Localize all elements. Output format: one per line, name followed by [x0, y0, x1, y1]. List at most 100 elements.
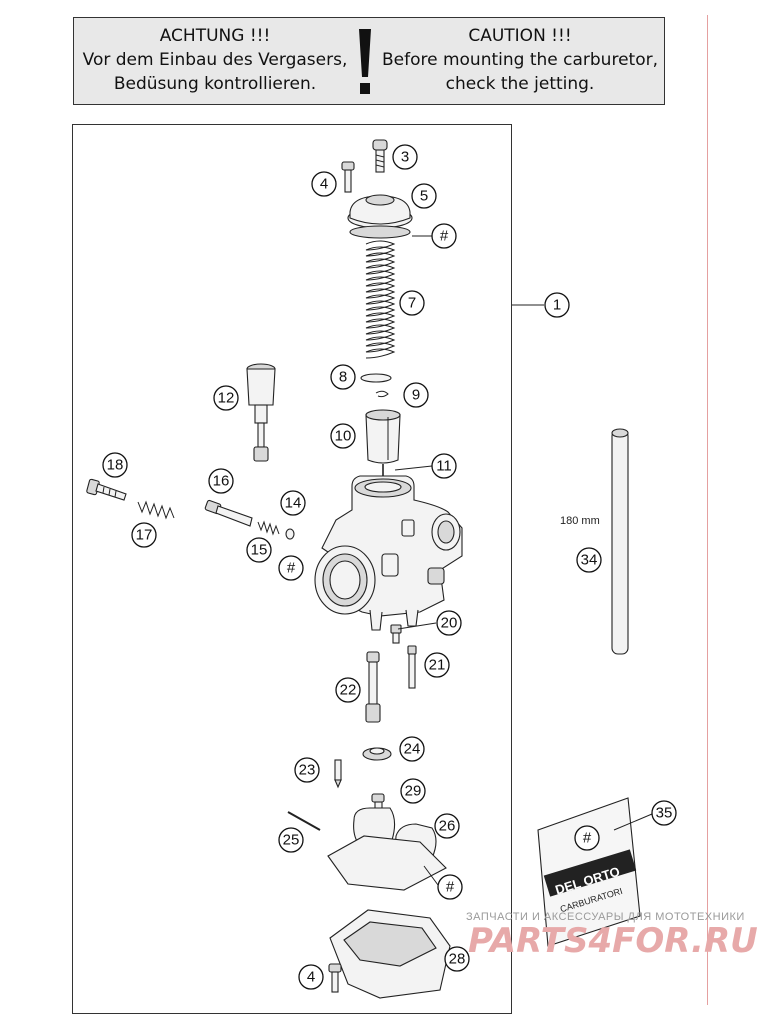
caution-box: ACHTUNG !!! Vor dem Einbau des Vergasers…	[73, 17, 665, 105]
carburetor-body	[314, 475, 463, 631]
callout-10: 10	[330, 423, 356, 449]
callout-20: 20	[436, 610, 462, 636]
svg-text:29: 29	[405, 783, 422, 800]
caution-german-line2: Bedüsung kontrollieren.	[113, 74, 317, 94]
caution-german-title: ACHTUNG !!!	[159, 26, 271, 46]
caution-english: CAUTION !!! Before mounting the carburet…	[380, 24, 660, 96]
svg-text:17: 17	[136, 527, 153, 544]
callout-23: 23	[294, 757, 320, 783]
svg-text:#: #	[287, 560, 296, 577]
gasket-plate	[327, 835, 447, 891]
callout-7: 7	[399, 290, 425, 316]
svg-text:23: 23	[299, 762, 316, 779]
svg-text:11: 11	[436, 458, 452, 475]
float-seat-part-24	[362, 747, 392, 761]
float-needle-part-23	[334, 759, 342, 789]
cap-part-5	[347, 194, 413, 239]
choke-part-12	[246, 363, 276, 462]
spring-part-7	[365, 240, 396, 359]
callout-21: 21	[424, 652, 450, 678]
svg-text:24: 24	[404, 741, 421, 758]
callout-35: 35	[651, 800, 677, 826]
needle-jet-part-21	[407, 645, 417, 689]
callout-1: 1	[544, 292, 570, 318]
spring-part-15	[257, 520, 280, 536]
jet-packet-part-35: DEL ORTO CARBURATORI	[537, 797, 641, 947]
svg-text:26: 26	[439, 818, 456, 835]
svg-text:1: 1	[553, 297, 561, 314]
svg-text:#: #	[583, 830, 592, 847]
callout-24: 24	[399, 736, 425, 762]
callout-29: 29	[400, 778, 426, 804]
svg-text:18: 18	[107, 457, 124, 474]
svg-text:21: 21	[429, 657, 446, 674]
washer-part-8	[360, 373, 392, 383]
svg-text:4: 4	[320, 176, 328, 193]
svg-text:20: 20	[441, 615, 458, 632]
screw-part-16	[204, 499, 253, 527]
svg-text:4: 4	[307, 969, 315, 986]
svg-text:28: 28	[449, 951, 466, 968]
svg-text:22: 22	[340, 682, 357, 699]
jet-part-20	[390, 624, 402, 644]
callout-hash-3: #	[437, 874, 463, 900]
caution-english-line2: check the jetting.	[445, 74, 595, 94]
washer-part-14	[285, 528, 295, 540]
svg-text:35: 35	[656, 805, 673, 822]
caution-german-line1: Vor dem Einbau des Vergasers,	[82, 50, 348, 70]
svg-text:16: 16	[213, 473, 230, 490]
callout-hash-4: #	[574, 825, 600, 851]
svg-text:5: 5	[420, 188, 428, 205]
watermark-logo: PARTS4FOR.RU	[468, 921, 758, 961]
screw-part-18	[86, 478, 127, 501]
slide-part-10	[365, 409, 401, 464]
svg-text:8: 8	[339, 369, 347, 386]
screw-part-4	[341, 161, 355, 193]
leader-lines	[394, 235, 653, 886]
svg-text:#: #	[446, 879, 455, 896]
caution-german: ACHTUNG !!! Vor dem Einbau des Vergasers…	[80, 24, 350, 96]
tube-part-34	[611, 428, 629, 655]
callout-28: 28	[444, 946, 470, 972]
spring-part-17	[137, 500, 175, 520]
callout-26: 26	[434, 813, 460, 839]
callout-4-bottom: 4	[298, 964, 324, 990]
callout-17: 17	[131, 522, 157, 548]
svg-text:9: 9	[412, 387, 420, 404]
callout-5: 5	[411, 183, 437, 209]
page-margin-line	[707, 15, 708, 1005]
callout-25: 25	[278, 827, 304, 853]
svg-text:#: #	[440, 228, 449, 245]
callout-3: 3	[392, 144, 418, 170]
callout-8: 8	[330, 364, 356, 390]
callout-18: 18	[102, 452, 128, 478]
callout-14: 14	[280, 490, 306, 516]
float-bowl-part-28	[329, 909, 451, 999]
callout-34: 34	[576, 547, 602, 573]
watermark-caption: ЗАПЧАСТИ И АКСЕССУАРЫ ДЛЯ МОТОТЕХНИКИ	[466, 911, 745, 923]
exclamation-icon	[359, 29, 371, 94]
svg-text:14: 14	[285, 495, 302, 512]
svg-text:15: 15	[251, 542, 268, 559]
atomizer-part-22	[365, 651, 381, 723]
svg-text:7: 7	[408, 295, 416, 312]
callout-11: 11	[431, 453, 457, 479]
caution-english-title: CAUTION !!!	[468, 26, 572, 46]
callout-12: 12	[213, 385, 239, 411]
svg-text:12: 12	[218, 390, 235, 407]
svg-text:34: 34	[581, 552, 598, 569]
callout-4: 4	[311, 171, 337, 197]
svg-text:25: 25	[283, 832, 300, 849]
callout-hash-1: #	[431, 223, 457, 249]
pin-part-25	[287, 811, 321, 831]
callout-16: 16	[208, 468, 234, 494]
svg-text:10: 10	[335, 428, 352, 445]
callout-22: 22	[335, 677, 361, 703]
caution-english-line1: Before mounting the carburetor,	[381, 50, 658, 70]
callout-15: 15	[246, 537, 272, 563]
callout-9: 9	[403, 382, 429, 408]
callout-hash-2: #	[278, 555, 304, 581]
svg-text:3: 3	[401, 149, 409, 166]
screw-part-3	[372, 139, 388, 173]
